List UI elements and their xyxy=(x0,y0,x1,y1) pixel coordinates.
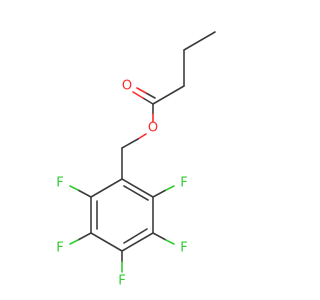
bond-c-f-1-green xyxy=(165,185,175,191)
bond-c-f-5 xyxy=(77,189,92,198)
bond-c1-c2 xyxy=(183,31,216,51)
fluorine-label-4: F xyxy=(56,241,63,256)
bond-c-f-4 xyxy=(77,232,92,241)
bond-c-f-1 xyxy=(152,189,167,198)
benzene-ring xyxy=(90,178,154,252)
carbonyl-oxygen-label: O xyxy=(122,79,132,94)
bond-c-f-2-green xyxy=(165,239,175,245)
ester-oxygen-label: O xyxy=(148,121,158,136)
bond-o-ch2-red xyxy=(137,133,147,140)
molecule-drawing: O O F F F F F xyxy=(56,31,216,289)
fluorine-label-5: F xyxy=(56,176,63,191)
bond-carbonyl-double xyxy=(132,87,156,105)
bond-c-f-2 xyxy=(152,232,167,241)
bond-c3-c4 xyxy=(152,85,185,105)
fluorine-label-3: F xyxy=(118,274,125,289)
bond-c-f-5-green xyxy=(69,185,79,191)
bond-o-ch2 xyxy=(121,138,139,149)
structure-canvas: O O F F F F F xyxy=(56,31,216,289)
fluorine-label-1: F xyxy=(180,176,187,191)
fluorine-label-2: F xyxy=(180,241,187,256)
bond-c-f-4-green xyxy=(69,239,79,245)
